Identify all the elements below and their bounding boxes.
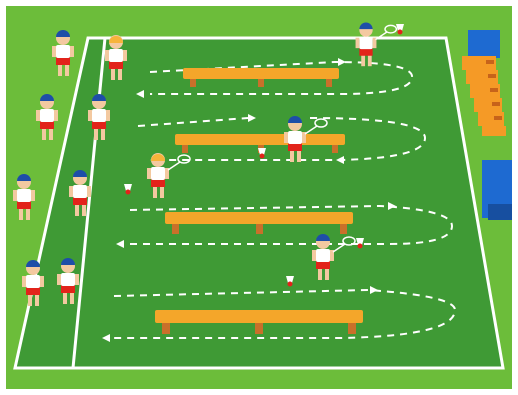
mat-blue [482, 160, 512, 220]
